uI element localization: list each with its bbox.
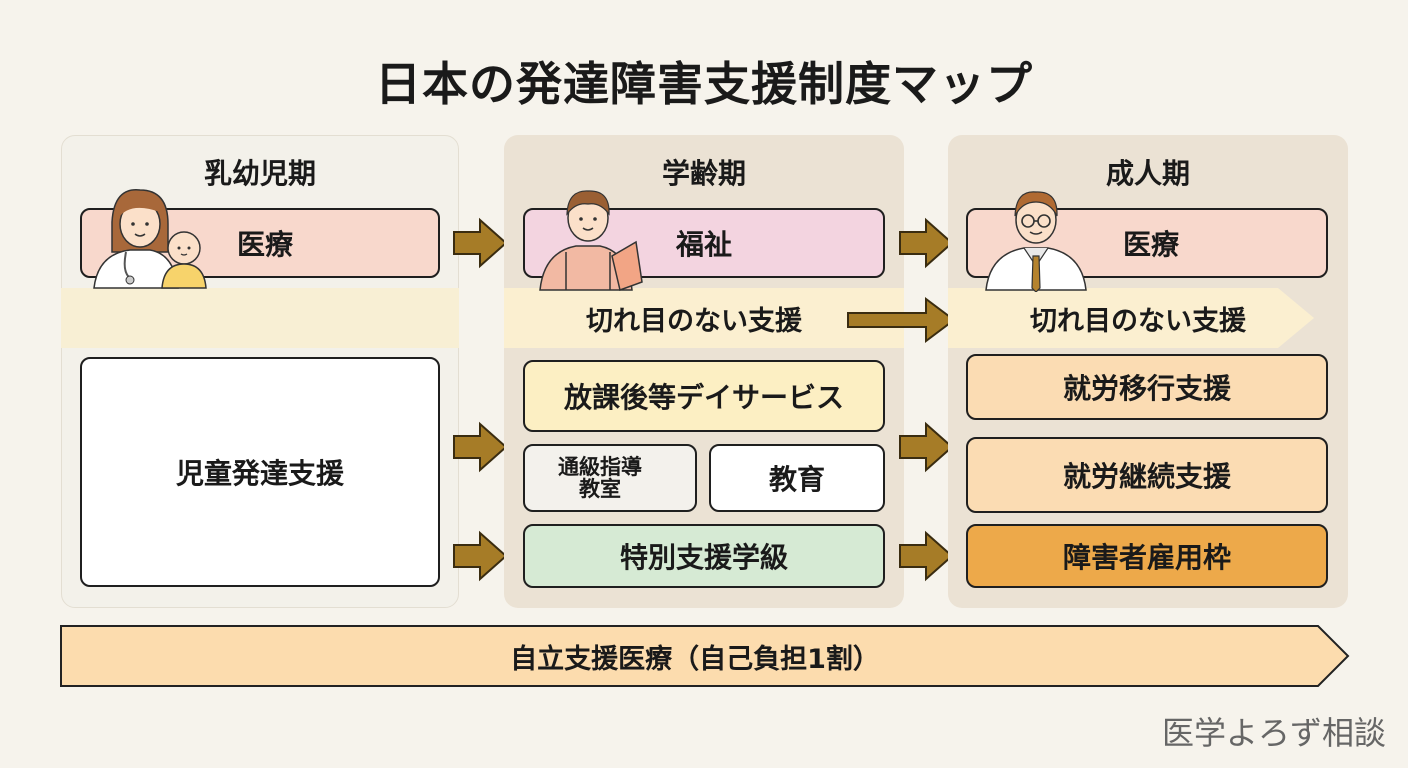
doctor-icon bbox=[985, 191, 1087, 292]
disability-employment-quota-box: 障害者雇用枠 bbox=[966, 524, 1328, 588]
student-with-book-icon bbox=[539, 190, 643, 291]
column-title-school-age: 学齢期 bbox=[661, 157, 746, 190]
education-box: 教育 bbox=[709, 444, 885, 512]
arrow-right-icon bbox=[899, 530, 954, 582]
after-school-day-service-box: 放課後等デイサービス bbox=[523, 360, 885, 432]
bottom-banner-shape bbox=[60, 625, 1350, 687]
arrow-right-icon bbox=[453, 217, 508, 269]
infant-band bbox=[61, 288, 459, 348]
bottom-banner-label: 自立支援医療（自己負担1割） bbox=[510, 643, 880, 675]
special-support-class-box: 特別支援学級 bbox=[523, 524, 885, 588]
seamless-support-band-adult: 切れ目のない支援 bbox=[1030, 305, 1246, 337]
seamless-support-band-adult-shape bbox=[948, 288, 1314, 348]
child-development-support-box: 児童発達支援 bbox=[80, 357, 440, 587]
column-title-adult: 成人期 bbox=[1105, 157, 1190, 190]
resource-room-label-line1: 通級指導 bbox=[558, 455, 642, 479]
long-arrow-right-icon bbox=[847, 297, 956, 343]
resource-room-label-line2: 教室 bbox=[579, 477, 621, 501]
resource-room-box: 通級指導 教室 bbox=[523, 444, 697, 512]
watermark: 医学よろず相談 bbox=[1161, 714, 1386, 752]
page-title: 日本の発達障害支援制度マップ bbox=[375, 57, 1033, 111]
arrow-right-icon bbox=[899, 421, 954, 473]
employment-transition-support-box: 就労移行支援 bbox=[966, 354, 1328, 420]
arrow-right-icon bbox=[453, 421, 508, 473]
infant-medical-box: 医療 bbox=[80, 208, 440, 278]
mother-baby-icon bbox=[93, 189, 207, 289]
seamless-support-band-school: 切れ目のない支援 bbox=[504, 288, 904, 348]
arrow-right-icon bbox=[453, 530, 508, 582]
arrow-right-icon bbox=[899, 217, 954, 269]
column-title-infant: 乳幼児期 bbox=[203, 157, 316, 190]
continuous-employment-support-box: 就労継続支援 bbox=[966, 437, 1328, 513]
